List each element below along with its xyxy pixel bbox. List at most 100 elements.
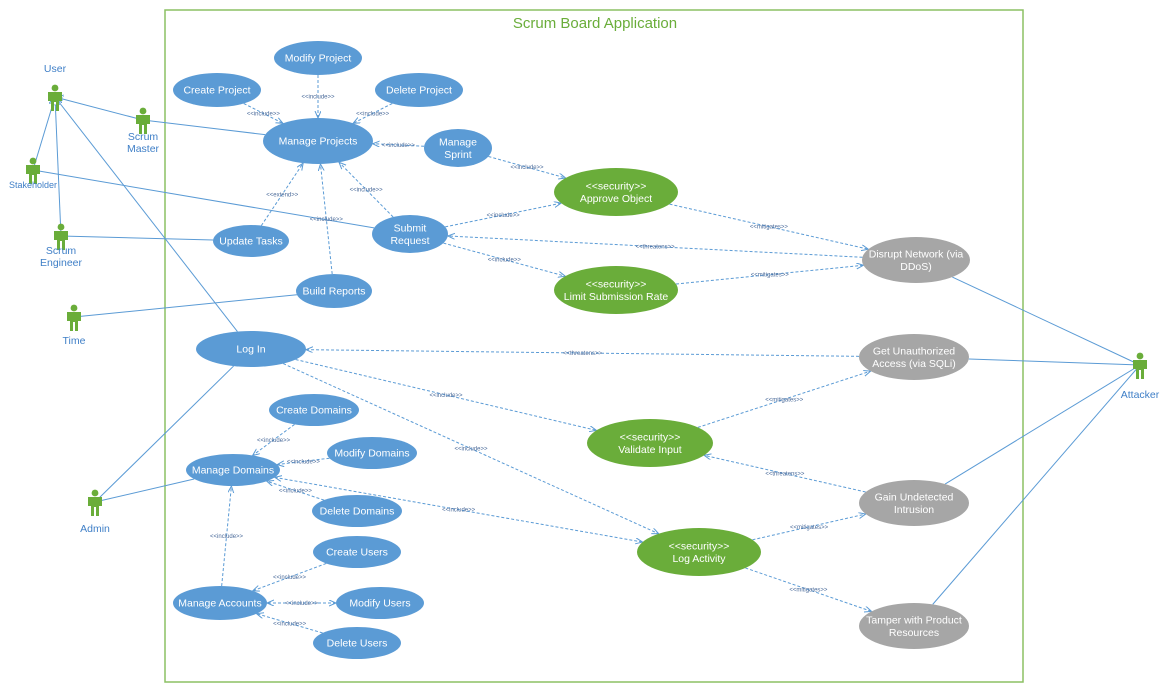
dependency-arrow xyxy=(282,363,659,534)
use-case-label: <<security>> xyxy=(669,540,730,552)
use-case-label: Build Reports xyxy=(302,286,365,298)
dependency-arrow xyxy=(253,562,327,590)
dependency-arrow xyxy=(320,164,333,275)
extend-label: <<extend>> xyxy=(266,192,299,198)
use-case-label: Delete Domains xyxy=(320,506,395,518)
include-label: <<include>> xyxy=(356,111,390,117)
dependency-arrow xyxy=(274,476,643,542)
use-case-ellipse xyxy=(173,73,261,107)
use-case-modify-domains: Modify Domains xyxy=(327,437,417,469)
use-case-ellipse xyxy=(862,237,970,283)
dependency-arrow xyxy=(253,424,295,455)
use-case-label: Submit xyxy=(394,222,427,234)
dependency-arrow xyxy=(669,203,869,249)
use-case-label: Modify Project xyxy=(285,53,352,65)
use-case-ellipse xyxy=(372,215,448,253)
mitigates-label: <<mitigates>> xyxy=(790,525,829,531)
use-case-label: Manage Accounts xyxy=(178,598,261,610)
use-case-manage-domains: Manage Domains xyxy=(186,454,280,486)
include-label: <<include>> xyxy=(488,258,522,264)
include-label: <<include>> xyxy=(382,143,416,149)
actor-icon xyxy=(54,223,68,250)
include-label: <<include>> xyxy=(350,188,384,194)
use-case-update-tasks: Update Tasks xyxy=(213,225,289,257)
use-case-label: Update Tasks xyxy=(219,236,282,248)
actor-attacker: Attacker xyxy=(1121,352,1160,401)
use-case-label: Get Unauthorized xyxy=(873,345,955,357)
mitigates-label: <<mitigates>> xyxy=(789,588,828,594)
actor-user: User xyxy=(44,63,67,111)
use-case-ellipse xyxy=(859,480,969,526)
use-case-label: Create Users xyxy=(326,547,388,559)
use-case-label: Disrupt Network (via xyxy=(869,248,964,260)
include-label: <<include>> xyxy=(273,575,307,581)
association-line xyxy=(952,276,1141,366)
dependency-arrow xyxy=(353,103,393,124)
dependency-arrow xyxy=(704,455,866,493)
actor-label: Scrum xyxy=(46,245,77,257)
use-case-manage-accounts: Manage Accounts xyxy=(173,586,267,620)
use-case-ellipse xyxy=(859,603,969,649)
use-case-label: Resources xyxy=(889,627,939,639)
association-line xyxy=(55,97,144,121)
dependency-arrow xyxy=(295,359,597,431)
system-boundary xyxy=(164,9,1024,683)
use-case-modify-project: Modify Project xyxy=(274,41,362,75)
association-line xyxy=(932,364,1141,605)
dependency-arrow xyxy=(277,457,330,464)
association-line xyxy=(94,478,195,503)
include-label: <<include>> xyxy=(273,621,307,627)
include-label: <<include>> xyxy=(257,438,291,444)
use-case-ellipse xyxy=(213,225,289,257)
use-case-ellipse xyxy=(313,536,401,568)
use-case-label: <<security>> xyxy=(586,278,647,290)
use-case-label: Delete Users xyxy=(327,638,388,650)
actor-icon xyxy=(136,107,150,134)
use-case-log-in: Log In xyxy=(196,331,306,367)
use-case-label: Log In xyxy=(236,344,265,356)
connectors xyxy=(32,75,1141,634)
include-label: <<include>> xyxy=(487,213,521,219)
use-case-ellipse xyxy=(296,274,372,308)
actor-label: Scrum xyxy=(128,131,159,143)
use-case-label: DDoS) xyxy=(900,261,932,273)
use-case-ellipse xyxy=(587,419,713,467)
use-case-ellipse xyxy=(859,334,969,380)
dependency-arrow xyxy=(697,371,871,428)
use-case-approve-object: <<security>>Approve Object xyxy=(554,168,678,216)
use-case-modify-users: Modify Users xyxy=(336,587,424,619)
use-case-label: Request xyxy=(390,235,429,247)
actor-icon xyxy=(48,84,62,111)
threatens-label: <<threatens>> xyxy=(636,245,676,251)
dependency-arrow xyxy=(448,236,863,258)
association-line xyxy=(944,364,1141,485)
use-case-label: Modify Users xyxy=(349,598,410,610)
use-case-label: Modify Domains xyxy=(334,448,409,460)
actor-label: Time xyxy=(63,335,86,347)
use-case-ellipse xyxy=(186,454,280,486)
use-case-label: Gain Undetected xyxy=(875,491,954,503)
use-case-ellipse xyxy=(313,627,401,659)
dependency-arrow xyxy=(675,265,863,285)
use-case-label: Log Activity xyxy=(672,553,726,565)
use-case-limit-submission: <<security>>Limit Submission Rate xyxy=(554,266,678,314)
actor-label: Attacker xyxy=(1121,389,1160,401)
use-case-build-reports: Build Reports xyxy=(296,274,372,308)
use-case-delete-users: Delete Users xyxy=(313,627,401,659)
threatens-label: <<threatens>> xyxy=(765,472,805,478)
use-case-label: Manage Projects xyxy=(279,136,358,148)
include-label: <<include>> xyxy=(511,165,545,171)
use-case-label: <<security>> xyxy=(620,431,681,443)
actor-admin: Admin xyxy=(80,489,110,535)
include-label: <<include>> xyxy=(430,393,464,399)
association-line xyxy=(968,358,1141,366)
actor-time: Time xyxy=(63,304,86,347)
actor-icon xyxy=(67,304,81,331)
dependency-arrow xyxy=(373,144,425,147)
use-case-ellipse xyxy=(554,168,678,216)
